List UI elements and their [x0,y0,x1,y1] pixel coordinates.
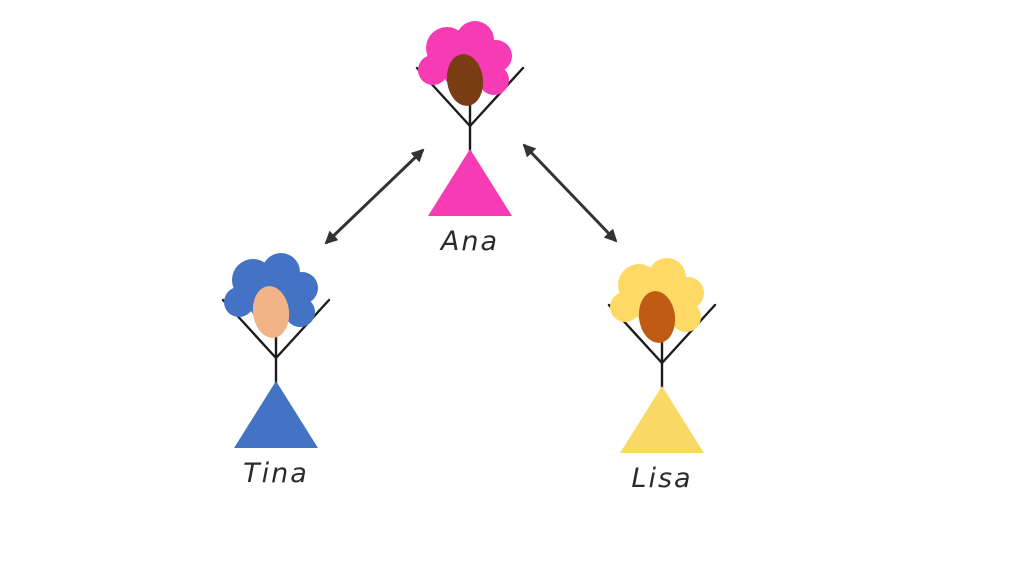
arrow-ana-lisa [522,143,618,243]
face-icon [638,291,676,343]
person-figure-tina: Tina [191,250,361,489]
person-label-tina: Tina [243,458,309,489]
body-triangle [234,381,318,448]
person-figure-lisa: Lisa [577,255,747,494]
body-triangle [428,149,512,216]
arrow-ana-tina [324,148,425,245]
person-figure-ana: Ana [385,18,555,257]
person-label-lisa: Lisa [631,463,693,494]
body-triangle [620,386,704,453]
face-icon [252,286,290,338]
face-icon [446,54,484,106]
person-label-ana: Ana [440,226,500,257]
